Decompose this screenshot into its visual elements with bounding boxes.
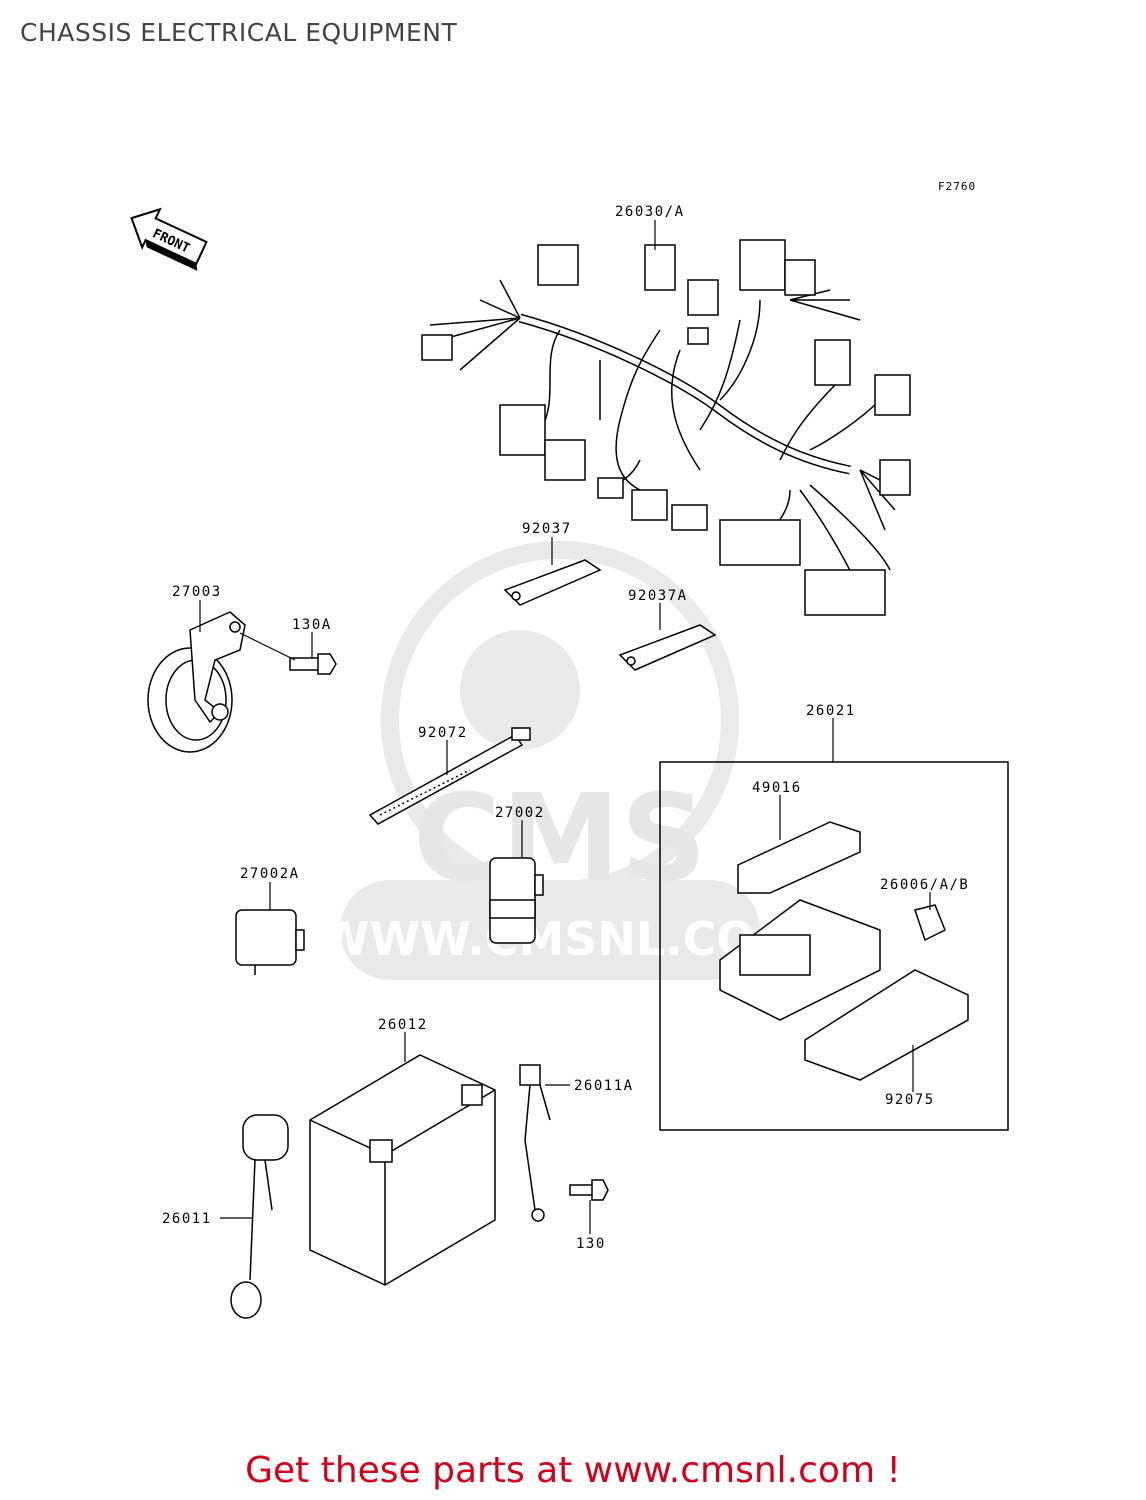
part-label-26021: 26021: [806, 703, 856, 719]
part-label-26006AB: 26006/A/B: [880, 877, 969, 893]
watermark-url: WWW.CMSNL.COM: [319, 912, 802, 966]
horn-icon: [147, 611, 246, 753]
leader-lines: [199, 220, 931, 1234]
part-label-26011: 26011: [162, 1211, 212, 1227]
bracket-92037: [503, 559, 602, 606]
front-arrow-icon: FRONT: [130, 207, 208, 271]
watermark-logo: CMS: [413, 770, 707, 909]
footer-cta-text[interactable]: Get these parts at www.cmsnl.com !: [245, 1450, 901, 1491]
part-label-92037A: 92037A: [628, 588, 688, 604]
page-title: CHASSIS ELECTRICAL EQUIPMENT: [20, 18, 458, 47]
part-label-130A: 130A: [292, 617, 332, 633]
part-label-26012: 26012: [378, 1017, 428, 1033]
figure-code: F2760: [938, 180, 976, 193]
wiring-harness: [421, 239, 911, 616]
bolt-130A-icon: [289, 653, 337, 675]
part-label-92072: 92072: [418, 725, 468, 741]
part-label-49016: 49016: [752, 780, 802, 796]
parts-diagram: CMS WWW.CMSNL.COM F2760 FRONT: [130, 180, 1009, 1319]
cable-26011A-icon: [519, 1064, 551, 1222]
part-label-92075: 92075: [885, 1092, 935, 1108]
part-label-27002A: 27002A: [240, 866, 300, 882]
relay-27002A-icon: [235, 909, 305, 975]
part-label-26011A: 26011A: [574, 1078, 634, 1094]
part-labels: 26030/A 92037 92037A 27003 130A 92072 27…: [162, 204, 969, 1252]
fuse-box-group-frame: [659, 761, 1009, 1131]
part-label-26030A: 26030/A: [615, 204, 685, 220]
part-label-27003: 27003: [172, 584, 222, 600]
cable-26011-icon: [230, 1114, 289, 1319]
battery-icon: [309, 1054, 496, 1286]
part-label-92037: 92037: [522, 521, 572, 537]
bracket-92037A: [618, 624, 717, 671]
part-label-27002: 27002: [495, 805, 545, 821]
cable-tie-icon: [368, 727, 531, 825]
fuse-box-icon: [719, 821, 969, 1081]
relay-27002-icon: [489, 857, 544, 944]
footer-cta[interactable]: Get these parts at www.cmsnl.com !: [0, 1450, 1146, 1491]
bolt-130-icon: [569, 1179, 609, 1201]
part-label-130: 130: [576, 1236, 606, 1252]
watermark: CMS WWW.CMSNL.COM: [319, 541, 802, 980]
